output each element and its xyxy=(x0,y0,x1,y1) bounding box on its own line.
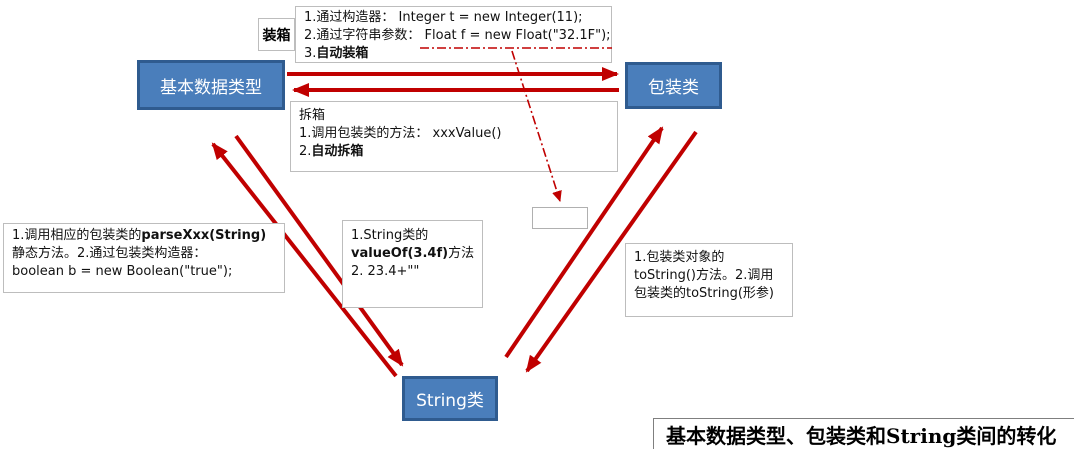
string-to-primitive-note: 1.调用相应的包装类的parseXxx(String) 静态方法。2.通过包装类… xyxy=(3,223,285,293)
node-wrapper-label: 包装类 xyxy=(648,78,699,98)
unboxing-note-line2: 2.自动拆箱 xyxy=(299,144,364,159)
valueof-note-line3: 2. 23.4+"" xyxy=(351,264,420,279)
s2p-note-line2: 静态方法。2.通过包装类构造器： xyxy=(12,246,207,261)
s2p-note-line3: boolean b = new Boolean("true"); xyxy=(12,264,233,279)
boxing-note-line1: 1.通过构造器： Integer t = new Integer(11); xyxy=(304,10,583,25)
diagram-title-box: 基本数据类型、包装类和String类间的转化 xyxy=(653,418,1074,449)
empty-placeholder-box xyxy=(532,207,588,229)
boxing-note-line3: 3.自动装箱 xyxy=(304,46,369,61)
valueof-note-line2: valueOf(3.4f)方法 xyxy=(351,246,475,261)
node-wrapper-class: 包装类 xyxy=(625,62,722,109)
node-primitive-label: 基本数据类型 xyxy=(160,77,262,98)
diagram-title: 基本数据类型、包装类和String类间的转化 xyxy=(666,423,1057,448)
w2s-note-line1: 1.包装类对象的 xyxy=(634,250,725,265)
w2s-note-line3: 包装类的toString(形参) xyxy=(634,286,774,301)
w2s-note-line2: toString()方法。2.调用 xyxy=(634,268,774,283)
unboxing-note-line1: 1.调用包装类的方法： xxxValue() xyxy=(299,126,502,141)
boxing-methods-note: 1.通过构造器： Integer t = new Integer(11); 2.… xyxy=(295,6,612,63)
boxing-tag: 装箱 xyxy=(258,18,295,51)
node-primitive-types: 基本数据类型 xyxy=(137,60,285,110)
boxing-note-line2: 2.通过字符串参数： Float f = new Float("32.1F"); xyxy=(304,28,611,43)
unboxing-note: 拆箱 1.调用包装类的方法： xxxValue() 2.自动拆箱 xyxy=(290,101,618,172)
boxing-tag-label: 装箱 xyxy=(262,27,291,44)
string-valueof-note: 1.String类的 valueOf(3.4f)方法 2. 23.4+"" xyxy=(342,220,483,308)
valueof-note-line1: 1.String类的 xyxy=(351,228,429,243)
node-string-label: String类 xyxy=(416,391,484,411)
wrapper-to-string-note: 1.包装类对象的 toString()方法。2.调用 包装类的toString(… xyxy=(625,243,793,317)
node-string-class: String类 xyxy=(402,376,498,421)
s2p-note-line1: 1.调用相应的包装类的parseXxx(String) xyxy=(12,228,267,243)
unboxing-note-title: 拆箱 xyxy=(299,108,326,123)
